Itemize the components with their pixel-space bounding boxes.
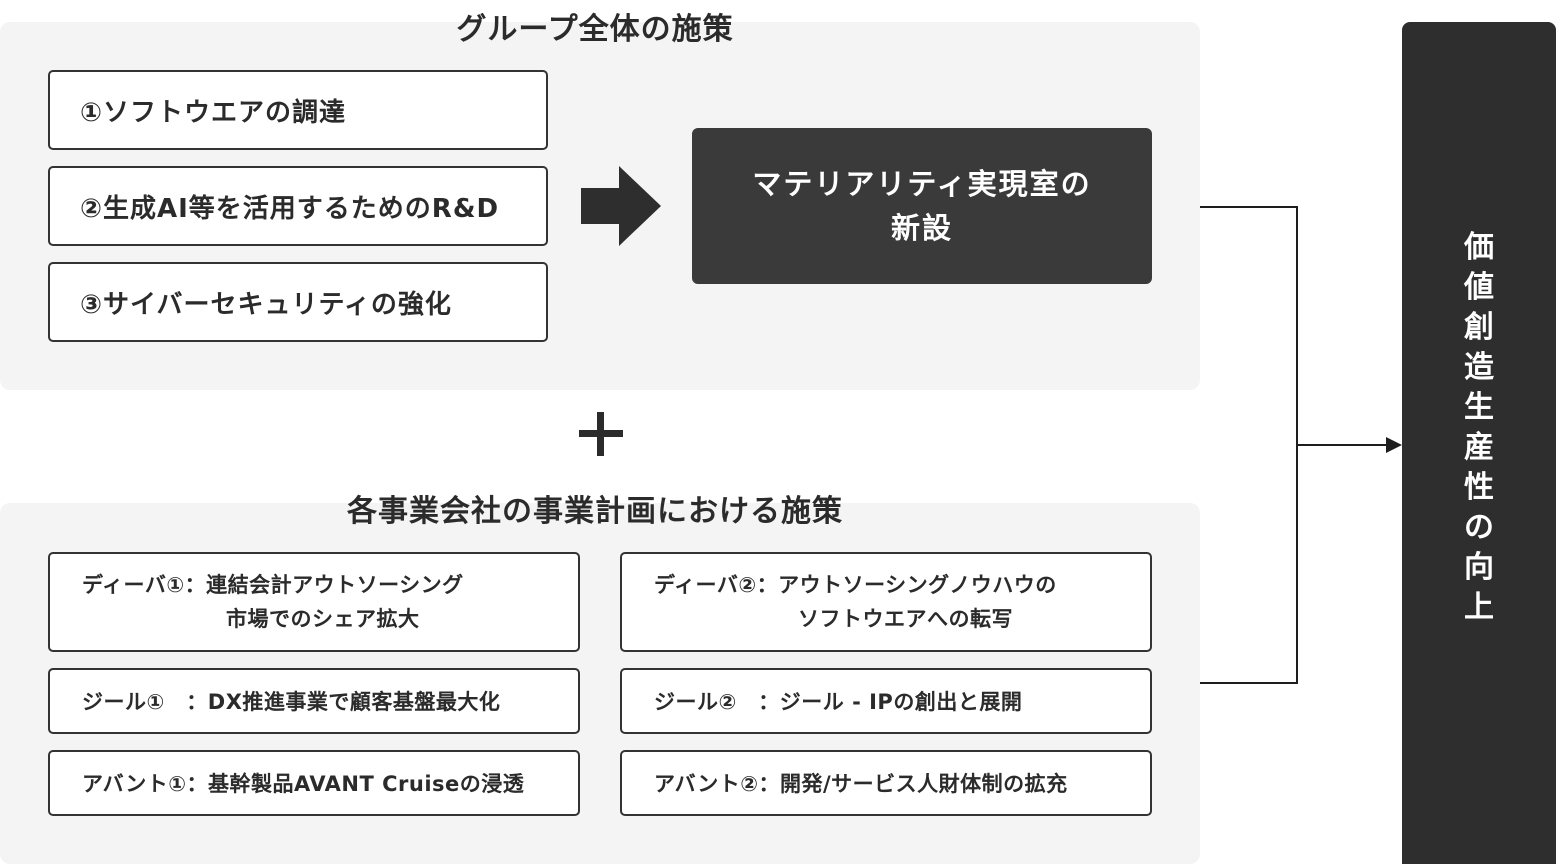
group-measure-rnd: ②生成AI等を活用するためのR&D: [48, 166, 548, 246]
company-measure-line1: ディーバ②：アウトソーシングノウハウの: [654, 573, 1057, 597]
result-char: 創: [1464, 310, 1494, 345]
group-measure-software: ①ソフトウエアの調達: [48, 70, 548, 150]
result-char: 生: [1464, 390, 1494, 425]
company-measure-zeal-2: ジール② ：ジール - IPの創出と展開: [620, 668, 1152, 734]
result-char: 造: [1464, 350, 1494, 385]
materiality-office-line2: 新設: [890, 211, 953, 245]
result-char: 産: [1464, 430, 1494, 465]
materiality-office-line1: マテリアリティ実現室の: [752, 167, 1092, 201]
company-measure-avant-2: アバント②：開発/サービス人財体制の拡充: [620, 750, 1152, 816]
materiality-office-box: マテリアリティ実現室の 新設: [692, 128, 1152, 284]
group-measure-security: ③サイバーセキュリティの強化: [48, 262, 548, 342]
value-creation-productivity-box: 価 値 創 造 生 産 性 の 向 上: [1402, 22, 1556, 864]
result-char: 性: [1464, 470, 1494, 505]
result-char: 価: [1464, 230, 1494, 265]
result-char: 値: [1464, 270, 1494, 305]
result-char: 上: [1464, 590, 1494, 625]
company-measure-diva-2: ディーバ②：アウトソーシングノウハウの ソフトウエアへの転写: [620, 552, 1152, 652]
right-arrow-icon: [581, 166, 661, 246]
group-measures-title: グループ全体の施策: [456, 12, 734, 47]
company-measure-line2: 市場でのシェア拡大: [226, 607, 420, 631]
result-char: の: [1464, 510, 1494, 545]
arrowhead-icon: [1386, 437, 1402, 453]
plus-icon: [579, 412, 623, 456]
company-measures-title: 各事業会社の事業計画における施策: [347, 494, 843, 529]
company-measure-diva-1: ディーバ①：連結会計アウトソーシング 市場でのシェア拡大: [48, 552, 580, 652]
company-measure-line2: ソフトウエアへの転写: [798, 607, 1013, 631]
company-measure-avant-1: アバント①：基幹製品AVANT Cruiseの浸透: [48, 750, 580, 816]
company-measure-line1: ディーバ①：連結会計アウトソーシング: [82, 573, 464, 597]
result-char: 向: [1464, 550, 1494, 585]
company-measure-zeal-1: ジール① ：DX推進事業で顧客基盤最大化: [48, 668, 580, 734]
merge-connector: [1200, 206, 1402, 684]
